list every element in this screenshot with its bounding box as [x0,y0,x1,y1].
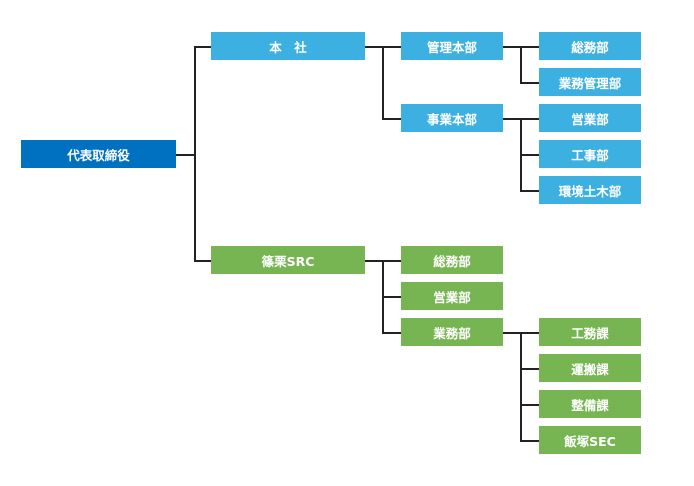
connector-to-jigyo [382,118,401,120]
node-kankyo-doboku: 環境土木部 [539,176,641,204]
connector-to-unpan [520,368,539,370]
node-src-eigyo: 営業部 [401,282,503,310]
node-iizuka-sec: 飯塚SEC [539,426,641,454]
node-koji: 工事部 [539,140,641,168]
connector-to-seibi [520,404,539,406]
connector-to-gyomukanri [520,82,539,84]
node-representative-director: 代表取締役 [21,140,176,168]
connector-to-iizuka [520,440,539,442]
connector-kanri-vertical [520,46,522,82]
connector-gyomu-vertical [520,332,522,440]
node-kanri-honbu: 管理本部 [401,32,503,60]
node-src-somu: 総務部 [401,246,503,274]
node-komu: 工務課 [539,318,641,346]
node-jigyo-honbu: 事業本部 [401,104,503,132]
connector-root-to-trunk [176,154,195,156]
connector-to-src-eigyo [382,296,401,298]
node-src-gyomu: 業務部 [401,318,503,346]
connector-to-koji [520,154,539,156]
node-somu: 総務部 [539,32,641,60]
connector-trunk-vertical [194,46,196,260]
connector-honsha-vertical [382,46,384,118]
node-gyomu-kanri: 業務管理部 [539,68,641,96]
node-unpan: 運搬課 [539,354,641,382]
connector-trunk-to-honsha [194,46,211,48]
connector-to-src-gyomu [382,332,401,334]
connector-trunk-to-src [194,260,211,262]
node-eigyo: 営業部 [539,104,641,132]
node-honsha: 本 社 [211,32,365,60]
node-sasaguri-src: 篠栗SRC [211,246,365,274]
node-seibi: 整備課 [539,390,641,418]
connector-to-kankyo [520,190,539,192]
